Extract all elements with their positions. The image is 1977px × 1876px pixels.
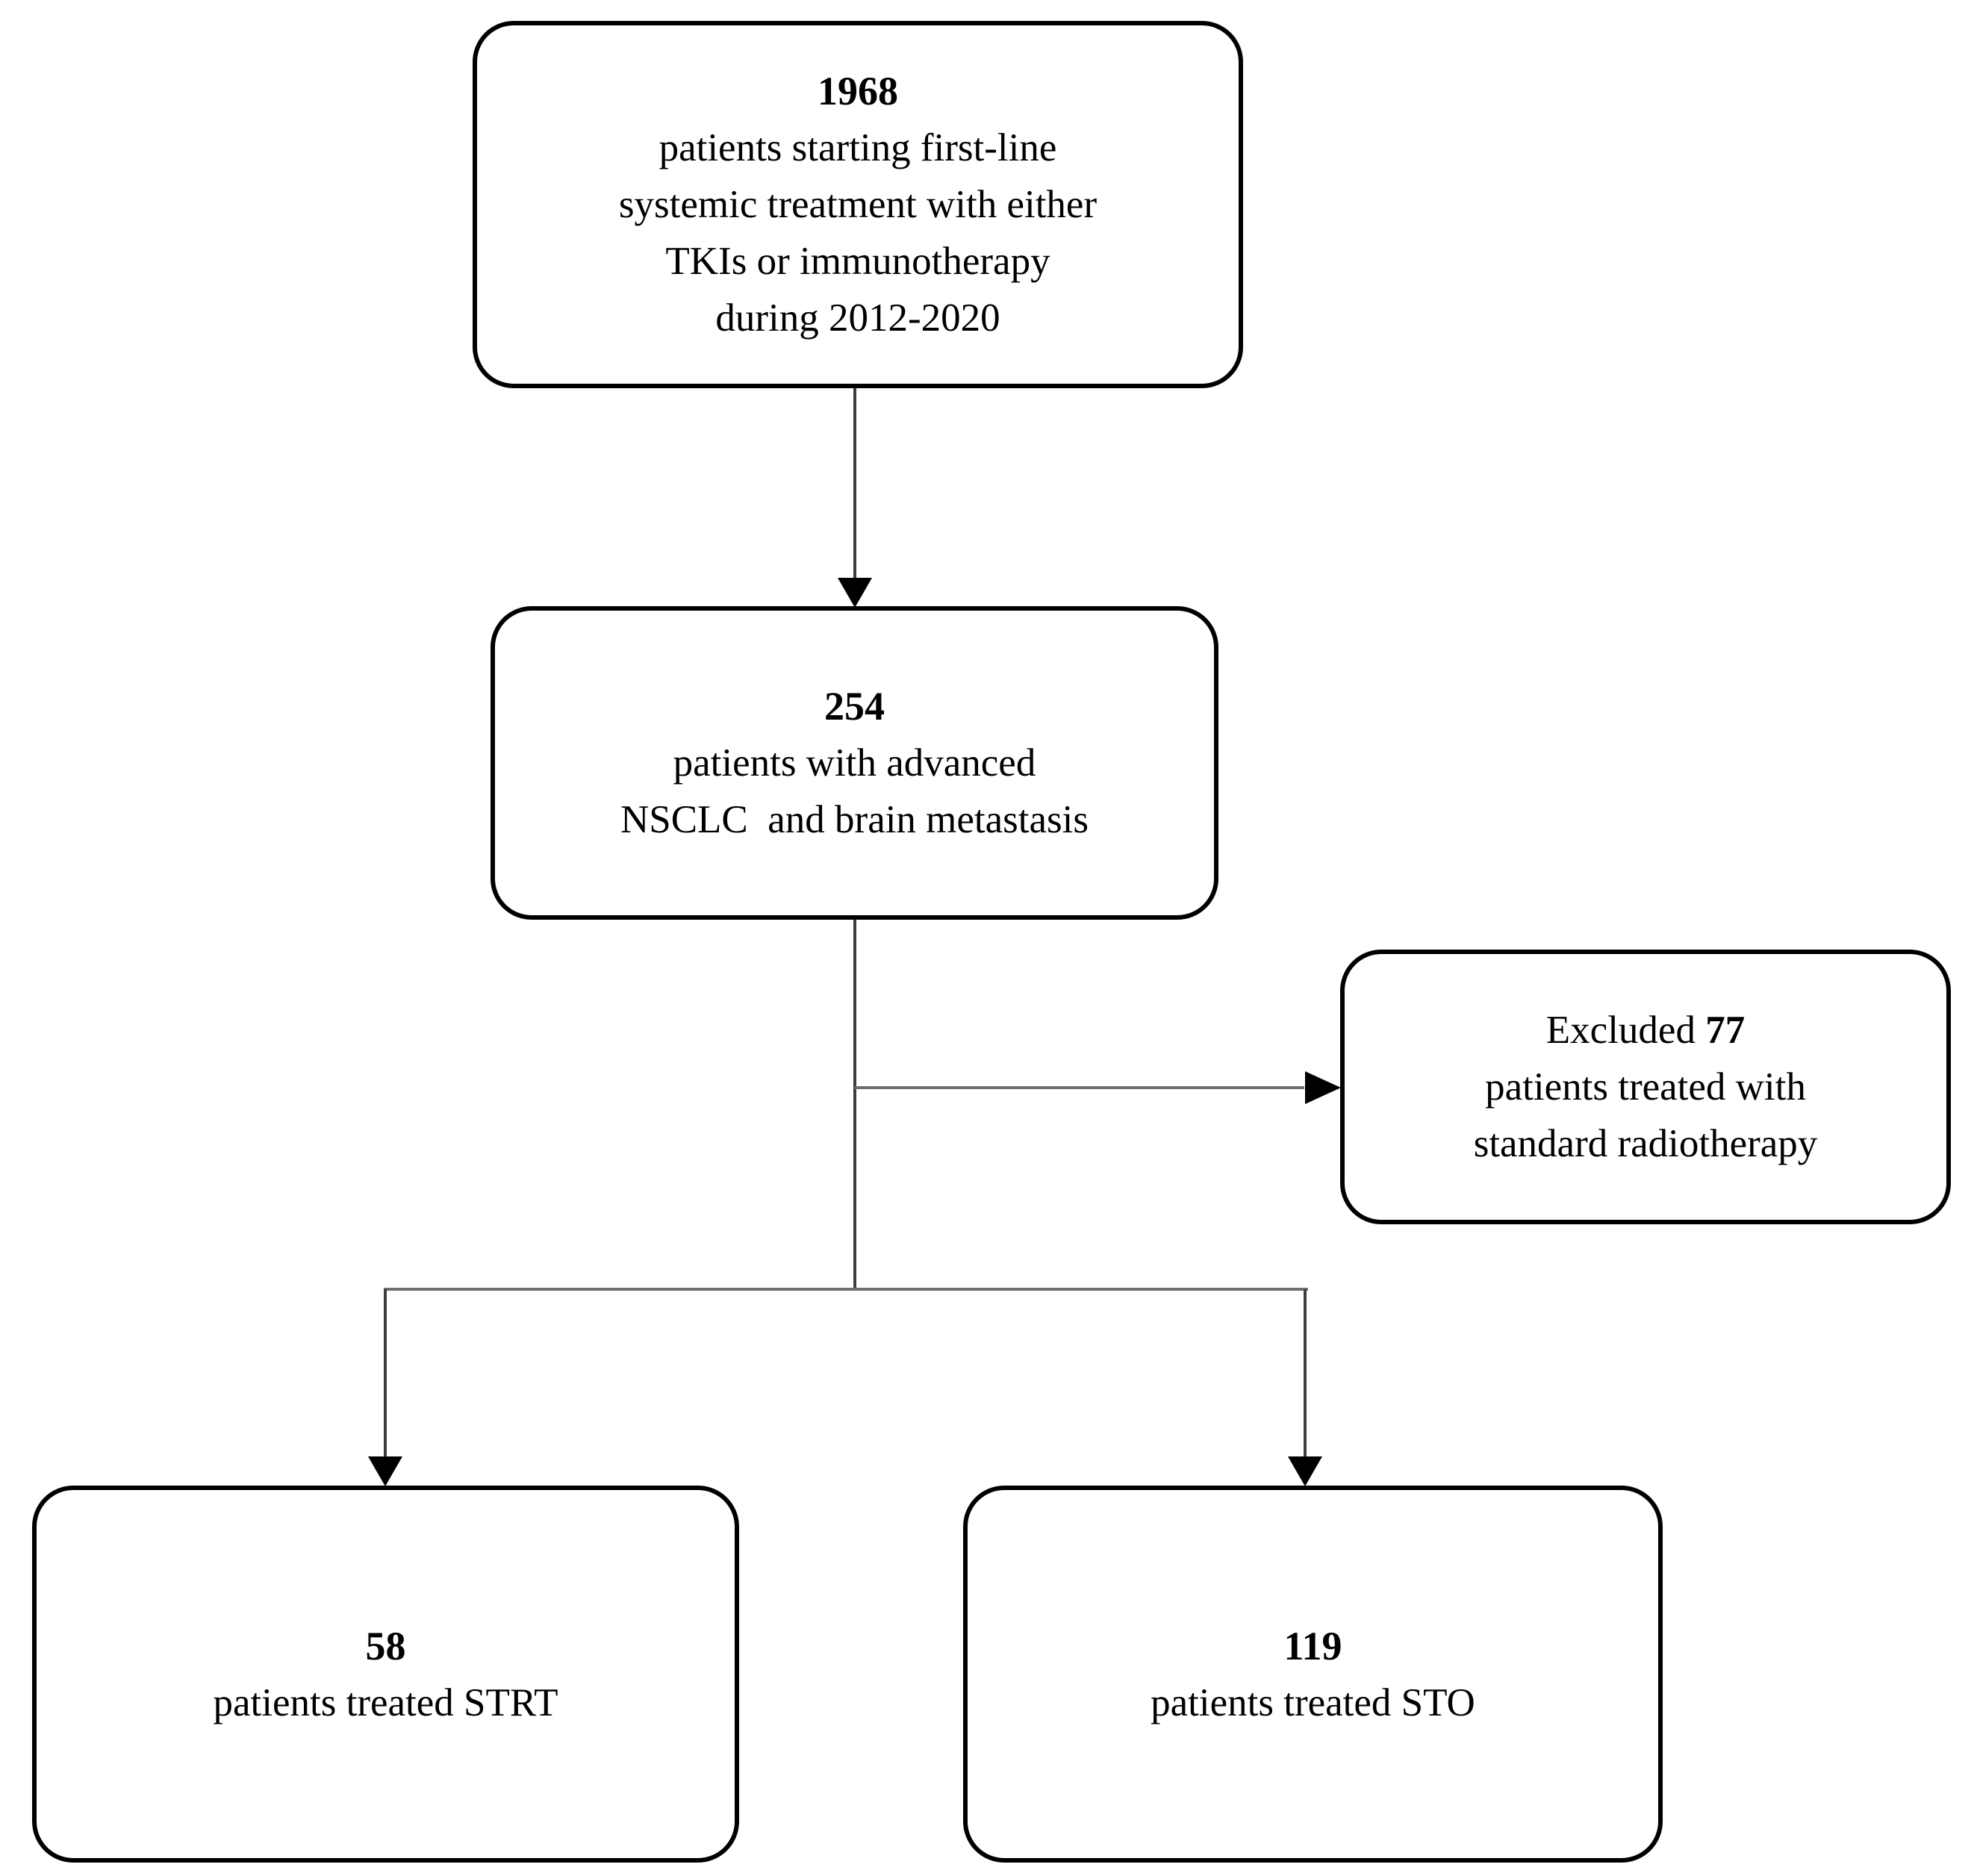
connector-branch-to-excluded bbox=[855, 1086, 1304, 1089]
node-first-line-line-3: TKIs or immunotherapy bbox=[665, 240, 1050, 283]
connector-split-bar bbox=[384, 1288, 1308, 1291]
node-excluded-line-2: standard radiotherapy bbox=[1473, 1122, 1818, 1165]
arrowhead-down-icon bbox=[368, 1456, 402, 1486]
node-sto-line-1: patients treated STO bbox=[1151, 1680, 1475, 1724]
connector-first-line-to-advanced bbox=[853, 387, 856, 581]
node-excluded-heading: Excluded 77 bbox=[1546, 1002, 1745, 1059]
node-strt-line-1: patients treated STRT bbox=[213, 1680, 558, 1724]
connector-down-to-strt bbox=[384, 1289, 387, 1459]
node-first-line-line-2: systemic treatment with either bbox=[618, 183, 1098, 226]
node-advanced-line-2: NSCLC and brain metastasis bbox=[620, 798, 1089, 841]
arrowhead-down-icon bbox=[838, 578, 872, 608]
node-advanced-line-1: patients with advanced bbox=[673, 741, 1036, 785]
node-sto-number: 119 bbox=[1283, 1623, 1342, 1668]
node-first-line-treatment: 1968 patients starting first-line system… bbox=[473, 21, 1243, 388]
node-first-line-line-4: during 2012-2020 bbox=[715, 296, 1000, 340]
node-strt: 58 patients treated STRT bbox=[32, 1486, 739, 1863]
node-advanced-nsclc: 254 patients with advanced NSCLC and bra… bbox=[491, 606, 1218, 920]
node-excluded-line-1: patients treated with bbox=[1485, 1065, 1806, 1109]
node-first-line-number: 1968 bbox=[818, 69, 898, 113]
connector-advanced-down bbox=[853, 920, 856, 1291]
node-advanced-number: 254 bbox=[824, 684, 885, 729]
connector-down-to-sto bbox=[1304, 1289, 1307, 1459]
node-excluded: Excluded 77 patients treated with standa… bbox=[1340, 950, 1951, 1224]
node-strt-number: 58 bbox=[365, 1623, 406, 1668]
arrowhead-right-icon bbox=[1305, 1071, 1341, 1104]
node-first-line-line-1: patients starting first-line bbox=[659, 126, 1057, 169]
node-sto: 119 patients treated STO bbox=[963, 1486, 1663, 1863]
node-excluded-prefix: Excluded bbox=[1545, 1009, 1706, 1052]
arrowhead-down-icon bbox=[1288, 1456, 1322, 1486]
node-excluded-number: 77 bbox=[1705, 1009, 1746, 1052]
